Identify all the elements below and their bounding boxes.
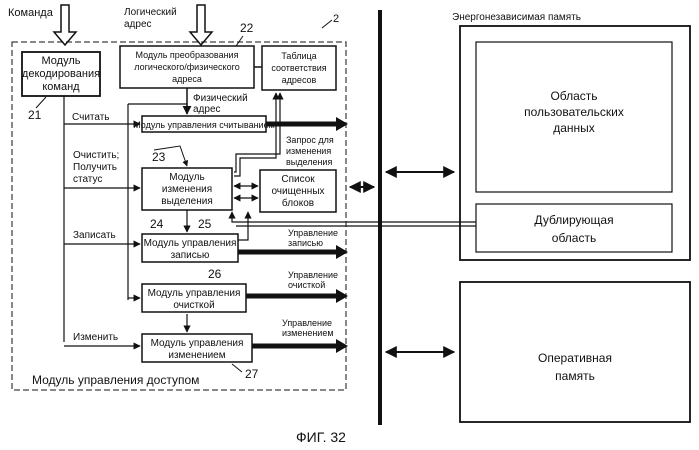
- modify-control-line2: изменением: [168, 350, 225, 361]
- read-command-label: Считать: [72, 112, 110, 123]
- ref-25: 25: [198, 217, 212, 231]
- logical-address-label-line1: Логический: [124, 7, 177, 18]
- write-command-label: Записать: [73, 230, 116, 241]
- ref-22: 22: [240, 21, 254, 35]
- ref-2-leader: [322, 20, 332, 28]
- write-mgmt-line1: Управление: [288, 228, 338, 238]
- duplicate-area-line2: область: [552, 231, 596, 245]
- read-control-label: Модуль управления считыванием: [133, 120, 275, 130]
- write-control-out-arrowhead: [336, 245, 348, 259]
- modify-command-label: Изменить: [73, 332, 118, 343]
- modify-mgmt-line2: изменением: [282, 328, 334, 338]
- erased-blocks-line2: очищенных: [271, 186, 324, 197]
- write-control-line1: Модуль управления: [144, 238, 237, 249]
- command-input-arrow: [54, 5, 76, 45]
- duplicate-area-line1: Дублирующая: [534, 213, 613, 227]
- ref-27: 27: [245, 367, 259, 381]
- erase-control-line2: очисткой: [173, 300, 214, 311]
- modify-mgmt-line1: Управление: [282, 318, 332, 328]
- alloc-to-table-wire: [234, 93, 276, 176]
- allocation-change-line1: Модуль: [169, 172, 204, 183]
- logical-address-label-line2: адрес: [124, 19, 152, 30]
- erase-control-line1: Модуль управления: [148, 288, 241, 299]
- ref-23: 23: [152, 150, 166, 164]
- erase-status-line2: Получить: [73, 162, 117, 173]
- logical-address-input-arrow: [190, 5, 212, 45]
- allocation-change-line3: выделения: [161, 196, 212, 207]
- ref-22-leader: [236, 36, 243, 46]
- address-table-line3: адресов: [282, 75, 317, 85]
- alloc-request-line1: Запрос для: [286, 135, 334, 145]
- duplicate-link-up: [232, 212, 236, 222]
- ram-line1: Оперативная: [538, 351, 612, 365]
- address-table-line2: соответствия: [271, 63, 326, 73]
- ref-21-leader: [36, 97, 46, 108]
- nv-memory-title: Энергонезависимая память: [452, 12, 581, 23]
- ref-21: 21: [28, 108, 42, 122]
- erase-status-line3: статус: [73, 174, 102, 185]
- physical-address-line1: Физический: [193, 93, 248, 104]
- modify-control-line1: Модуль управления: [151, 338, 244, 349]
- command-input-label: Команда: [8, 7, 54, 19]
- decoder-line3: команд: [42, 81, 80, 93]
- erased-blocks-line3: блоков: [282, 197, 314, 209]
- figure-caption: ФИГ. 32: [296, 429, 346, 445]
- erase-mgmt-line1: Управление: [288, 270, 338, 280]
- decoder-line2: декодирования: [22, 68, 100, 80]
- physical-address-line2: адрес: [193, 104, 221, 115]
- alloc-request-line3: выделения: [286, 157, 332, 167]
- erase-status-line1: Очистить;: [73, 150, 119, 161]
- ref-2: 2: [333, 13, 339, 25]
- erase-mgmt-line2: очисткой: [288, 280, 325, 290]
- erase-control-out-arrowhead: [336, 289, 348, 303]
- alloc-request-line2: изменения: [286, 146, 331, 156]
- user-data-line3: данных: [553, 121, 595, 135]
- allocation-change-line2: изменения: [162, 184, 212, 195]
- ram-line2: память: [555, 369, 595, 383]
- read-control-out-arrowhead: [336, 117, 348, 131]
- address-table-line1: Таблица: [281, 51, 316, 61]
- translator-line1: Модуль преобразования: [136, 50, 239, 60]
- decoder-line1: Модуль: [42, 55, 81, 67]
- ref-24: 24: [150, 217, 164, 231]
- translator-line3: адреса: [172, 74, 202, 84]
- ref-27-leader: [232, 364, 242, 372]
- write-control-line2: записью: [171, 250, 210, 261]
- translator-line2: логического/физического: [134, 62, 239, 72]
- access-control-module-label: Модуль управления доступом: [32, 373, 199, 387]
- user-data-line1: Область: [550, 89, 597, 103]
- user-data-line2: пользовательских: [524, 105, 624, 119]
- erased-blocks-line1: Список: [281, 174, 315, 185]
- ref-26: 26: [208, 267, 222, 281]
- write-mgmt-line2: записью: [288, 238, 323, 248]
